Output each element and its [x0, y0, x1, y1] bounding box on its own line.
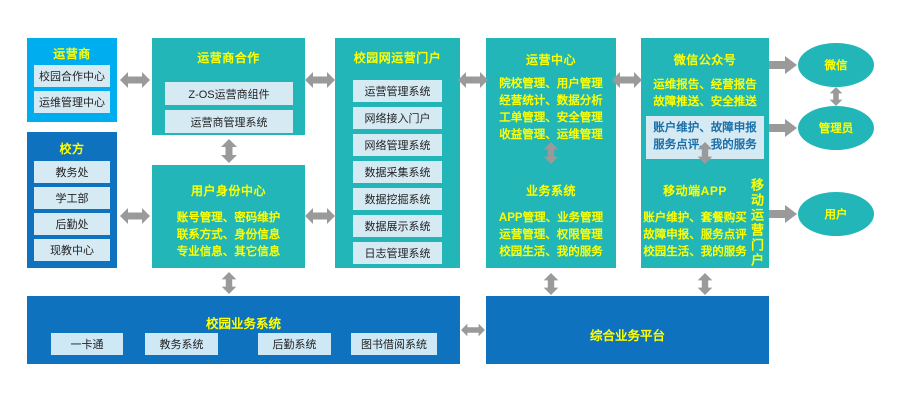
campus-portal-item-2[interactable]: 网络管理系统	[353, 134, 442, 156]
endpoint-wechat-label: 微信	[824, 60, 848, 72]
operation-center-line-3: 收益管理、运维管理	[499, 129, 603, 141]
arrow-operation-center-to-wechat	[612, 70, 642, 90]
campus-portal-item-0[interactable]: 运营管理系统	[353, 80, 442, 102]
panel-wechat-account-title: 微信公众号	[673, 53, 737, 67]
campus-business-item-0[interactable]: 一卡通	[51, 333, 123, 355]
business-system-line-2: 校园生活、我的服务	[499, 246, 603, 258]
panel-campus-business-system[interactable]: 校园业务系统 一卡通 教务系统 后勤系统 图书借阅系统	[27, 296, 460, 364]
school-item-1[interactable]: 学工部	[34, 187, 110, 209]
endpoint-user[interactable]: 用户	[798, 192, 874, 236]
mobile-operation-portal-label: 移动运营门户	[749, 178, 764, 268]
wechat-account-lines: 运维报告、经营报告 故障推送、安全推送	[641, 77, 769, 111]
operator-item-1[interactable]: 运维管理中心	[34, 91, 110, 113]
arrow-wechat-to-mobile-app	[695, 142, 715, 164]
panel-school-title: 校方	[59, 142, 85, 156]
arrow-mobile-app-to-platform	[695, 273, 715, 295]
business-system-line-1: 运营管理、权限管理	[499, 229, 603, 241]
panel-operator[interactable]: 运营商 校园合作中心 运维管理中心	[27, 38, 117, 122]
endpoint-wechat[interactable]: 微信	[798, 43, 874, 87]
identity-center-lines: 账号管理、密码维护 联系方式、身份信息 专业信息、其它信息	[152, 210, 305, 261]
arrow-school-to-identity-center	[120, 206, 150, 226]
panel-operation-center-title: 运营中心	[525, 53, 576, 67]
mobile-app-line-2: 校园生活、我的服务	[643, 246, 747, 258]
mobile-app-line-0: 账户维护、套餐购买	[643, 212, 747, 224]
school-item-2[interactable]: 后勤处	[34, 213, 110, 235]
campus-portal-item-1[interactable]: 网络接入门户	[353, 107, 442, 129]
campus-business-item-3[interactable]: 图书借阅系统	[351, 333, 437, 355]
panel-identity-center[interactable]: 用户身份中心 账号管理、密码维护 联系方式、身份信息 专业信息、其它信息	[152, 165, 305, 268]
wechat-account-line-1: 故障推送、安全推送	[653, 96, 757, 108]
campus-portal-item-5[interactable]: 数据展示系统	[353, 215, 442, 237]
endpoint-admin[interactable]: 管理员	[798, 106, 874, 150]
panel-identity-center-title: 用户身份中心	[190, 184, 266, 198]
campus-business-item-2[interactable]: 后勤系统	[258, 333, 331, 355]
campus-portal-item-4[interactable]: 数据挖掘系统	[353, 188, 442, 210]
arrow-cooperation-to-campus-portal	[305, 70, 335, 90]
identity-center-line-0: 账号管理、密码维护	[176, 212, 281, 224]
panel-operator-cooperation[interactable]: 运营商合作 Z-OS运营商组件 运营商管理系统	[152, 38, 305, 135]
arrow-wechat-to-endpoint-admin	[769, 119, 797, 137]
wechat-account-highlight-line-0: 账户维护、故障申报	[653, 122, 757, 134]
panel-mobile-app[interactable]: 移动端APP 账户维护、套餐购买 故障申报、服务点评 校园生活、我的服务 移动运…	[641, 165, 769, 268]
school-item-3[interactable]: 现教中心	[34, 239, 110, 261]
arrow-endpoint-wechat-to-admin	[827, 87, 845, 106]
identity-center-line-1: 联系方式、身份信息	[176, 229, 281, 241]
endpoint-user-label: 用户	[824, 209, 848, 221]
campus-portal-item-6[interactable]: 日志管理系统	[353, 242, 442, 264]
operation-center-lines: 院校管理、用户管理 经营统计、数据分析 工单管理、安全管理 收益管理、运维管理	[486, 76, 616, 144]
business-system-lines: APP管理、业务管理 运营管理、权限管理 校园生活、我的服务	[486, 210, 616, 261]
operation-center-line-1: 经营统计、数据分析	[499, 95, 603, 107]
business-system-line-0: APP管理、业务管理	[498, 212, 604, 224]
school-item-0[interactable]: 教务处	[34, 161, 110, 183]
arrow-identity-center-to-campus-business	[219, 272, 239, 294]
panel-business-system[interactable]: 业务系统 APP管理、业务管理 运营管理、权限管理 校园生活、我的服务	[486, 165, 616, 268]
identity-center-line-2: 专业信息、其它信息	[176, 246, 281, 258]
panel-integrated-platform[interactable]: 综合业务平台	[486, 296, 769, 364]
operator-coop-item-1[interactable]: 运营商管理系统	[165, 110, 293, 133]
panel-mobile-app-title: 移动端APP	[663, 184, 727, 198]
campus-portal-item-3[interactable]: 数据采集系统	[353, 161, 442, 183]
operator-item-0[interactable]: 校园合作中心	[34, 65, 110, 87]
arrow-operator-to-cooperation	[120, 70, 150, 90]
panel-integrated-platform-title: 综合业务平台	[589, 329, 665, 343]
panel-campus-business-system-title: 校园业务系统	[205, 317, 281, 331]
arrow-campus-business-to-platform	[461, 320, 485, 340]
wechat-account-line-0: 运维报告、经营报告	[653, 79, 757, 91]
operation-center-line-2: 工单管理、安全管理	[499, 112, 603, 124]
arrow-operation-center-to-business-system	[541, 142, 561, 164]
mobile-app-lines: 账户维护、套餐购买 故障申报、服务点评 校园生活、我的服务	[641, 210, 749, 261]
arrow-wechat-to-endpoint-wechat	[769, 56, 797, 74]
panel-campus-portal[interactable]: 校园网运营门户 运营管理系统 网络接入门户 网络管理系统 数据采集系统 数据挖掘…	[335, 38, 460, 268]
endpoint-admin-label: 管理员	[818, 123, 854, 135]
arrow-business-system-to-platform	[541, 273, 561, 295]
mobile-app-line-1: 故障申报、服务点评	[643, 229, 747, 241]
operation-center-line-0: 院校管理、用户管理	[499, 78, 603, 90]
arrow-campus-portal-to-operation-center	[458, 70, 488, 90]
panel-operator-title: 运营商	[53, 47, 91, 61]
panel-school[interactable]: 校方 教务处 学工部 后勤处 现教中心	[27, 132, 117, 268]
panel-operator-cooperation-title: 运营商合作	[197, 51, 260, 65]
arrow-cooperation-to-identity-center	[219, 139, 239, 163]
panel-campus-portal-title: 校园网运营门户	[353, 51, 442, 65]
operator-coop-item-0[interactable]: Z-OS运营商组件	[165, 82, 293, 105]
campus-business-item-1[interactable]: 教务系统	[145, 333, 218, 355]
arrow-identity-center-to-campus-portal	[305, 206, 335, 226]
arrow-mobile-app-to-endpoint-user	[769, 205, 797, 223]
panel-business-system-title: 业务系统	[525, 184, 576, 198]
